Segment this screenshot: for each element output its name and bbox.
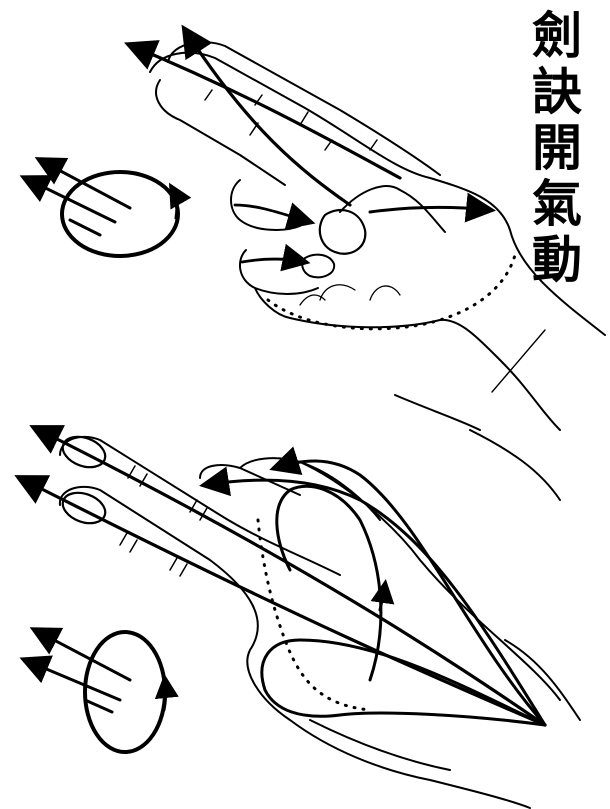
upper-energy-line-5 [242,259,305,262]
lower-rotation-circle [85,632,165,752]
title-char-2: 訣 [532,64,582,120]
vertical-title: 劍 訣 開 氣 動 [522,8,592,288]
upper-circle-arrow-3 [70,220,100,235]
lower-energy-line-3 [262,640,545,725]
upper-finger-tip [302,255,334,278]
title-char-4: 氣 [532,176,582,232]
title-char-3: 開 [532,120,582,176]
lower-energy-line-1 [35,428,545,725]
upper-thumb [320,210,366,254]
upper-energy-line-3 [370,207,490,212]
lower-circle-arrow-1 [35,630,130,680]
lower-dotted-line [258,520,370,710]
upper-rotation-circle [62,172,178,256]
lower-energy-line-5 [275,461,545,725]
lower-finger-ticks [120,466,207,576]
upper-circle-arrow-1 [40,160,130,208]
upper-energy-line-1 [130,45,400,178]
title-char-5: 動 [532,232,582,288]
lower-loop-line [277,486,381,680]
lower-fingertip-2 [59,487,110,528]
lower-hand-figure [20,428,580,808]
upper-energy-line-4 [235,205,310,222]
upper-circle-diagram [25,160,178,256]
lower-circle-rotation-arrow [164,680,166,710]
upper-circle-arrow-2 [25,178,115,222]
upper-palm-creases [300,285,400,305]
lower-circle-arrow-3 [85,700,112,712]
lower-circle-diagram [25,630,166,752]
title-char-1: 劍 [532,8,582,64]
